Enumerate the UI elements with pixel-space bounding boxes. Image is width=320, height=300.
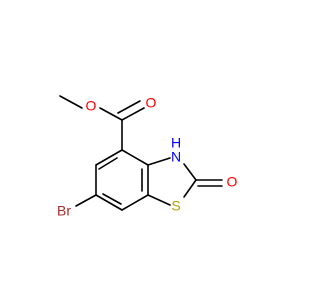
bond-c7-c7a bbox=[121, 194, 149, 211]
bond-carbonyl-double-2 bbox=[117, 100, 141, 114]
bond-methyl-o bbox=[59, 95, 83, 109]
bond-carbonyl-double-1 bbox=[121, 107, 145, 121]
atom-ester-oxygen: O bbox=[86, 98, 97, 114]
bond-c6-c7-inner bbox=[102, 193, 122, 205]
bond-c3a-n bbox=[147, 157, 171, 166]
atom-nitrogen: N bbox=[171, 149, 181, 165]
atom-n-hydrogen: H bbox=[171, 135, 181, 151]
bond-s-c7a bbox=[147, 194, 171, 206]
molecule-canvas: O O H N O S Br bbox=[57, 95, 238, 219]
bond-c6-c7 bbox=[95, 194, 123, 211]
atom-bromine: Br bbox=[57, 203, 71, 219]
atom-sulfur: S bbox=[171, 198, 180, 214]
bond-n-c2 bbox=[183, 163, 197, 181]
atom-carbonyl-oxygen: O bbox=[146, 95, 157, 111]
bond-c2-s bbox=[183, 179, 197, 198]
bond-o-carbonyl bbox=[99, 107, 123, 121]
structure-diagram: O O H N O S Br bbox=[57, 95, 238, 219]
bond-c6-br bbox=[75, 194, 97, 207]
bond-c3a-c4 bbox=[121, 149, 149, 166]
atom-keto-oxygen: O bbox=[227, 174, 238, 190]
bond-c4-c5-inner bbox=[98, 157, 118, 170]
bond-c4-c5 bbox=[95, 149, 123, 166]
